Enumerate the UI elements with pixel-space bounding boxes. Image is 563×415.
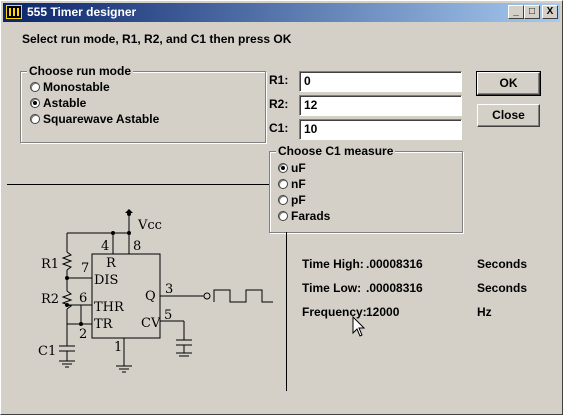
schematic-right-border — [286, 232, 287, 391]
radio-button-icon — [278, 163, 288, 173]
radio-squarewave-astable[interactable]: Squarewave Astable — [30, 112, 159, 126]
frequency-unit: Hz — [477, 305, 492, 319]
radio-button-icon — [278, 211, 288, 221]
radio-label: Monostable — [43, 80, 110, 94]
radio-pf[interactable]: pF — [278, 193, 306, 207]
pin-q-label: Q — [145, 289, 156, 304]
radio-farads[interactable]: Farads — [278, 209, 330, 223]
time-low-unit: Seconds — [477, 281, 528, 295]
radio-label: pF — [291, 193, 306, 207]
c1-input[interactable]: 10 — [299, 119, 462, 140]
radio-uf[interactable]: uF — [278, 161, 306, 175]
radio-button-icon — [30, 114, 40, 124]
pin-number-6: 6 — [79, 291, 87, 306]
pin-thr-label: THR — [94, 300, 125, 315]
pin-r-label: R — [106, 256, 117, 271]
radio-label: Farads — [291, 209, 331, 223]
pin-number-8: 8 — [133, 239, 141, 254]
time-high-unit: Seconds — [477, 257, 528, 271]
radio-button-icon — [278, 195, 288, 205]
close-button[interactable]: Close — [477, 104, 540, 127]
mouse-cursor-icon — [352, 316, 366, 337]
run-mode-group — [20, 71, 266, 143]
c1-measure-group-title: Choose C1 measure — [276, 144, 396, 158]
frequency-value: 12000 — [366, 305, 400, 319]
pin-number-7: 7 — [81, 261, 89, 276]
schematic-top-border — [7, 184, 269, 185]
pin-dis-label: DIS — [94, 273, 118, 288]
run-mode-group-title: Choose run mode — [27, 64, 134, 78]
pin-number-1: 1 — [114, 340, 122, 355]
pin-cv-label: CV — [141, 316, 161, 331]
radio-label: Astable — [43, 96, 87, 110]
r2-label: R2: — [269, 97, 289, 111]
instructions-text: Select run mode, R1, R2, and C1 then pre… — [22, 32, 292, 46]
radio-button-icon — [30, 82, 40, 92]
radio-label: uF — [291, 161, 306, 175]
maximize-button[interactable]: □ — [524, 5, 540, 19]
close-window-button[interactable]: X — [542, 5, 558, 19]
pin-number-3: 3 — [165, 282, 173, 297]
timer-schematic: Vcc R1 R2 C1 R DIS THR TR Q CV 4 8 7 6 2… — [38, 209, 273, 373]
radio-label: Squarewave Astable — [43, 112, 160, 126]
radio-nf[interactable]: nF — [278, 177, 306, 191]
pin-number-2: 2 — [79, 327, 87, 342]
r1-input[interactable]: 0 — [299, 71, 462, 92]
app-icon — [6, 5, 22, 19]
c1-label: C1: — [269, 121, 289, 135]
pin-number-5: 5 — [164, 308, 172, 323]
window-title: 555 Timer designer — [27, 5, 137, 19]
minimize-button[interactable]: _ — [508, 5, 524, 19]
ok-button[interactable]: OK — [476, 71, 541, 96]
time-high-value: .00008316 — [366, 257, 423, 271]
c1-schematic-label: C1 — [38, 344, 56, 359]
frequency-label: Frequency: — [302, 305, 367, 319]
radio-monostable[interactable]: Monostable — [30, 80, 110, 94]
pin-number-4: 4 — [101, 239, 109, 254]
pin-tr-label: TR — [94, 317, 114, 332]
r1-schematic-label: R1 — [41, 257, 59, 272]
r1-label: R1: — [269, 73, 289, 87]
title-bar[interactable]: 555 Timer designer _ □ X — [3, 3, 560, 22]
radio-button-icon — [278, 179, 288, 189]
time-low-label: Time Low: — [302, 281, 362, 295]
radio-astable[interactable]: Astable — [30, 96, 86, 110]
radio-button-icon — [30, 98, 40, 108]
vcc-label: Vcc — [137, 218, 162, 233]
r2-schematic-label: R2 — [41, 292, 59, 307]
r2-input[interactable]: 12 — [299, 95, 462, 116]
time-high-label: Time High: — [302, 257, 364, 271]
time-low-value: .00008316 — [366, 281, 423, 295]
radio-label: nF — [291, 177, 306, 191]
